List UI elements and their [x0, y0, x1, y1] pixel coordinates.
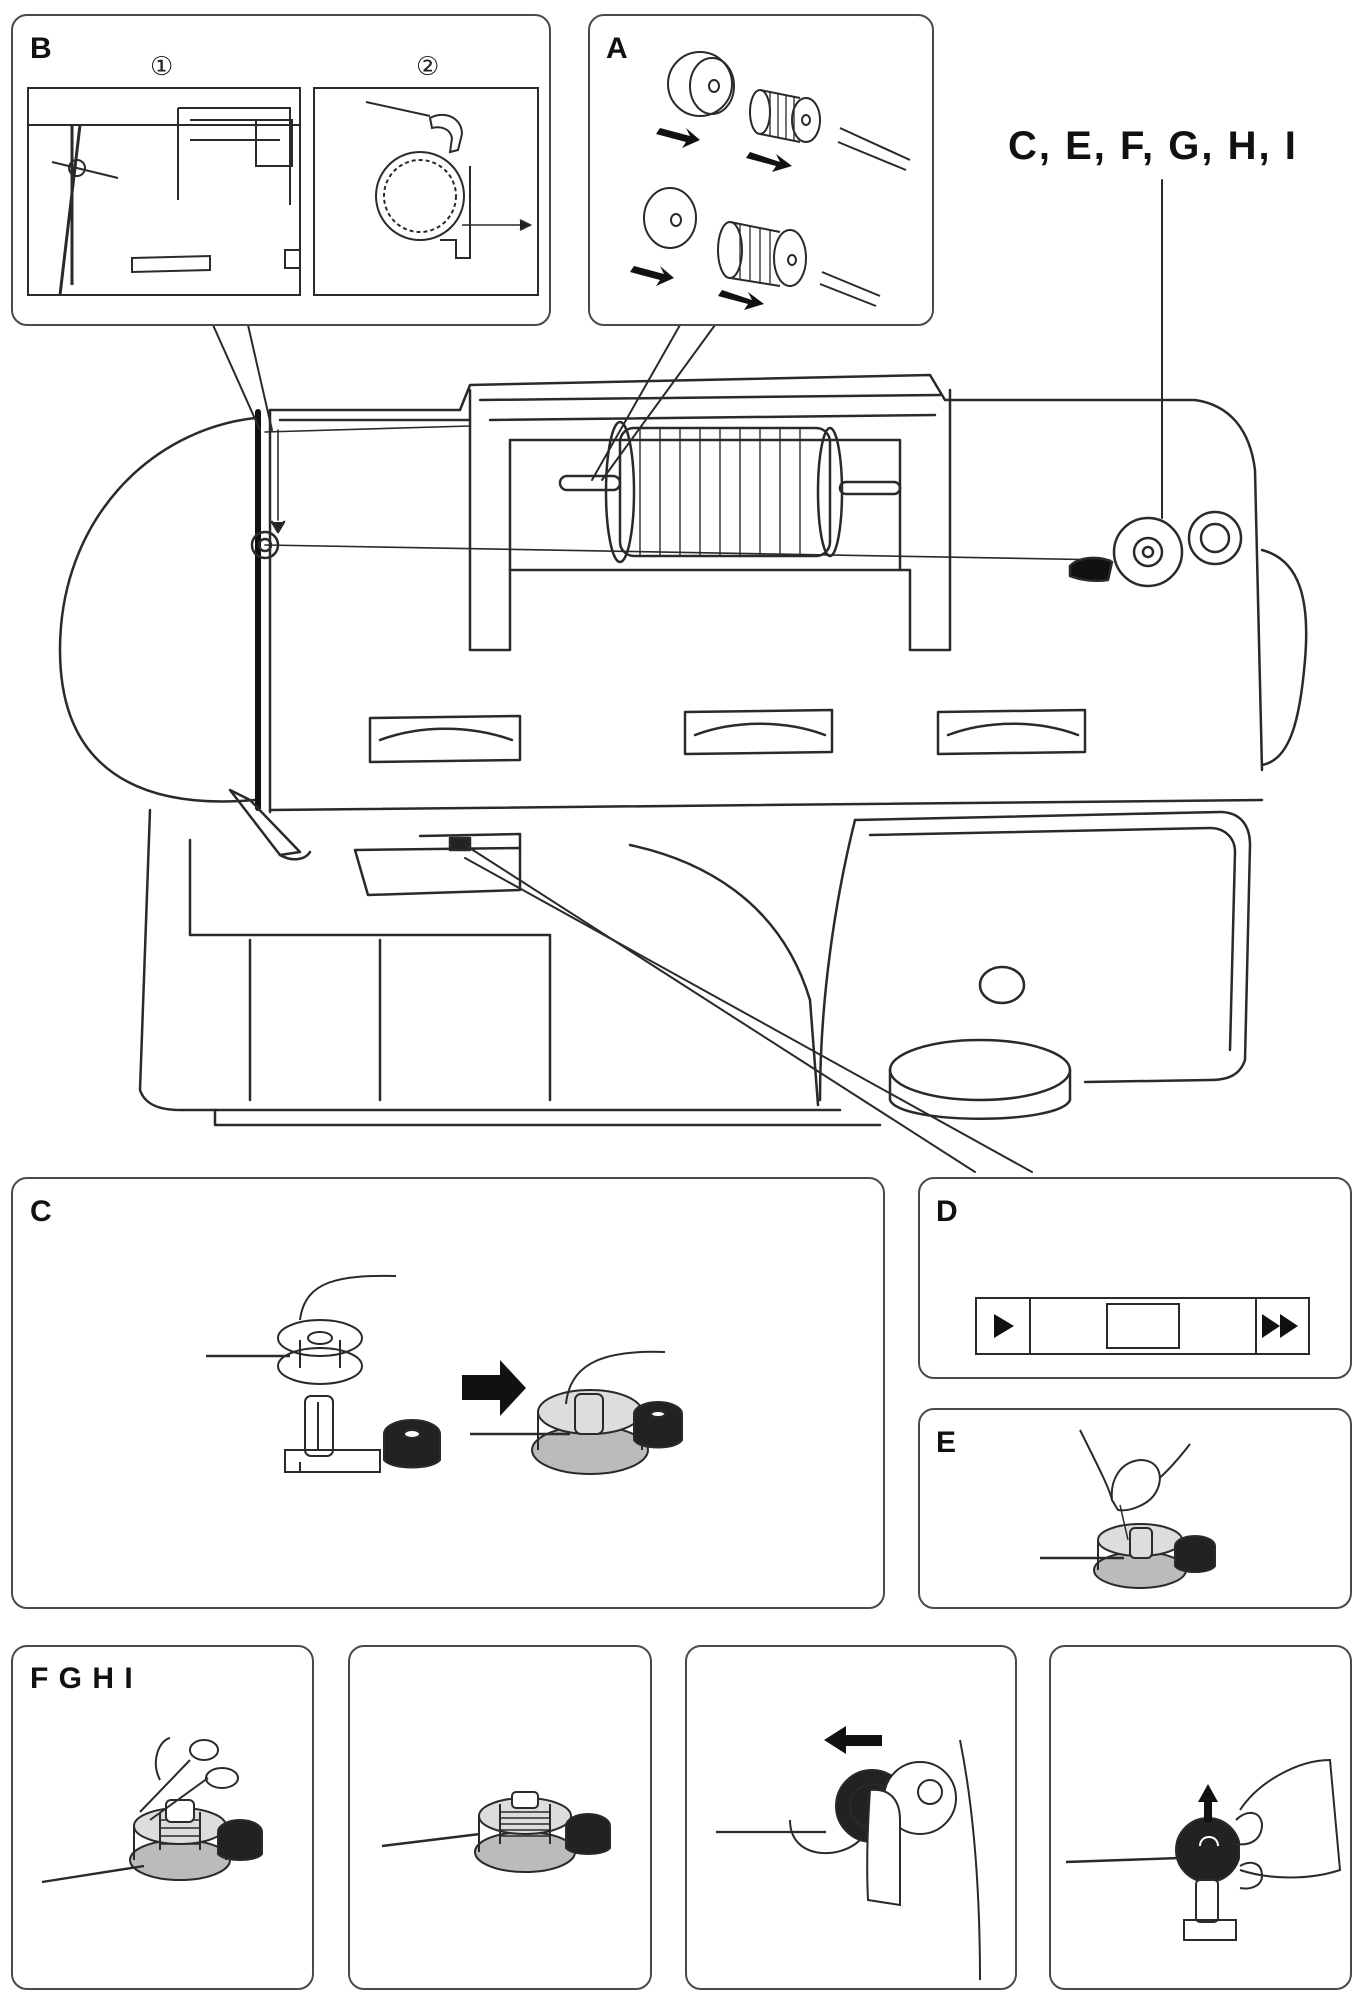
label-fghi: F G H I: [30, 1662, 134, 1695]
panel-c: [11, 1177, 885, 1609]
panel-i: [1049, 1645, 1352, 1990]
play-icon: [994, 1314, 1014, 1338]
label-d: D: [936, 1195, 959, 1228]
callout-multi-label: C, E, F, G, H, I: [1008, 124, 1298, 168]
label-b: B: [30, 32, 53, 65]
label-a: A: [606, 32, 629, 65]
step-1-label: ①: [150, 52, 174, 82]
arrow-right-icon: [630, 128, 792, 310]
sewing-machine-illustration: [58, 373, 1308, 1127]
arrow-left-icon: [824, 1726, 882, 1754]
fast-forward-icon: [1262, 1314, 1298, 1338]
panel-d: [918, 1177, 1352, 1379]
arrow-up-icon: [1198, 1784, 1218, 1822]
arrow-right-icon: [462, 1360, 526, 1416]
step-2-label: ②: [416, 52, 440, 82]
panel-b: [11, 14, 551, 326]
label-c: C: [30, 1195, 53, 1228]
label-e: E: [936, 1426, 958, 1459]
